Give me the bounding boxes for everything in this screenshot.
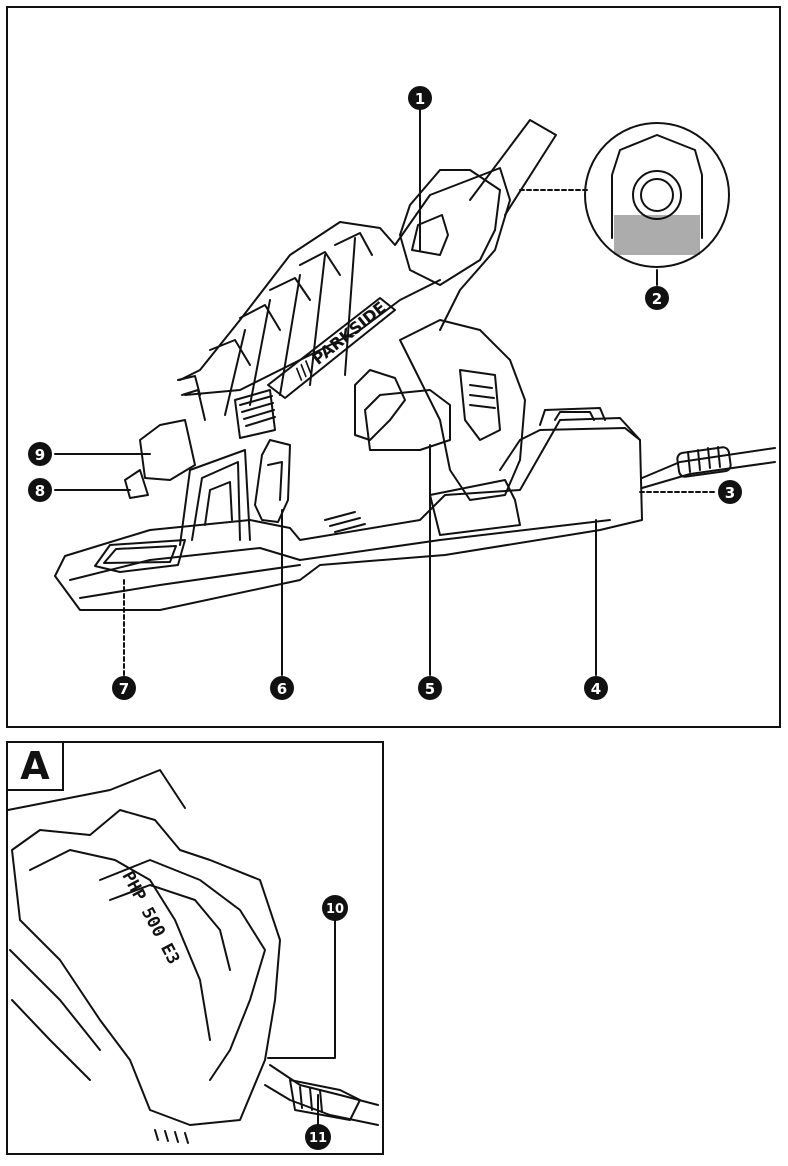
main-diagram-panel — [6, 6, 781, 728]
nozzle-zoom-circle — [584, 122, 730, 268]
svg-text:4: 4 — [591, 680, 601, 698]
svg-text:9: 9 — [35, 446, 45, 464]
callout-11: 11 — [305, 1124, 331, 1150]
callout-6: 6 — [270, 676, 294, 700]
callout-5: 5 — [418, 676, 442, 700]
main-leader-lines — [54, 104, 716, 676]
detail-a-tab: A — [6, 741, 64, 791]
callout-2: 2 — [645, 286, 669, 310]
glue-gun-body — [124, 119, 557, 523]
callout-8: 8 — [28, 478, 52, 502]
svg-text:2: 2 — [652, 290, 662, 308]
detail-a-label: A — [20, 744, 50, 788]
svg-text:8: 8 — [35, 482, 45, 500]
svg-text:3: 3 — [725, 484, 735, 502]
callout-7: 7 — [112, 676, 136, 700]
stand-base — [54, 407, 643, 611]
brand-text: /// PARKSIDE — [291, 298, 390, 383]
svg-text:5: 5 — [425, 680, 435, 698]
svg-text:6: 6 — [277, 680, 287, 698]
svg-text:10: 10 — [326, 902, 344, 917]
callout-4: 4 — [584, 676, 608, 700]
svg-text:11: 11 — [309, 1131, 327, 1146]
svg-text:1: 1 — [415, 90, 425, 108]
callout-1: 1 — [408, 86, 432, 110]
callout-10: 10 — [322, 895, 348, 921]
callout-3: 3 — [718, 480, 742, 504]
power-cord — [641, 446, 776, 489]
callout-9: 9 — [28, 442, 52, 466]
detail-a-drawing — [7, 769, 379, 1144]
svg-text:7: 7 — [119, 680, 129, 698]
